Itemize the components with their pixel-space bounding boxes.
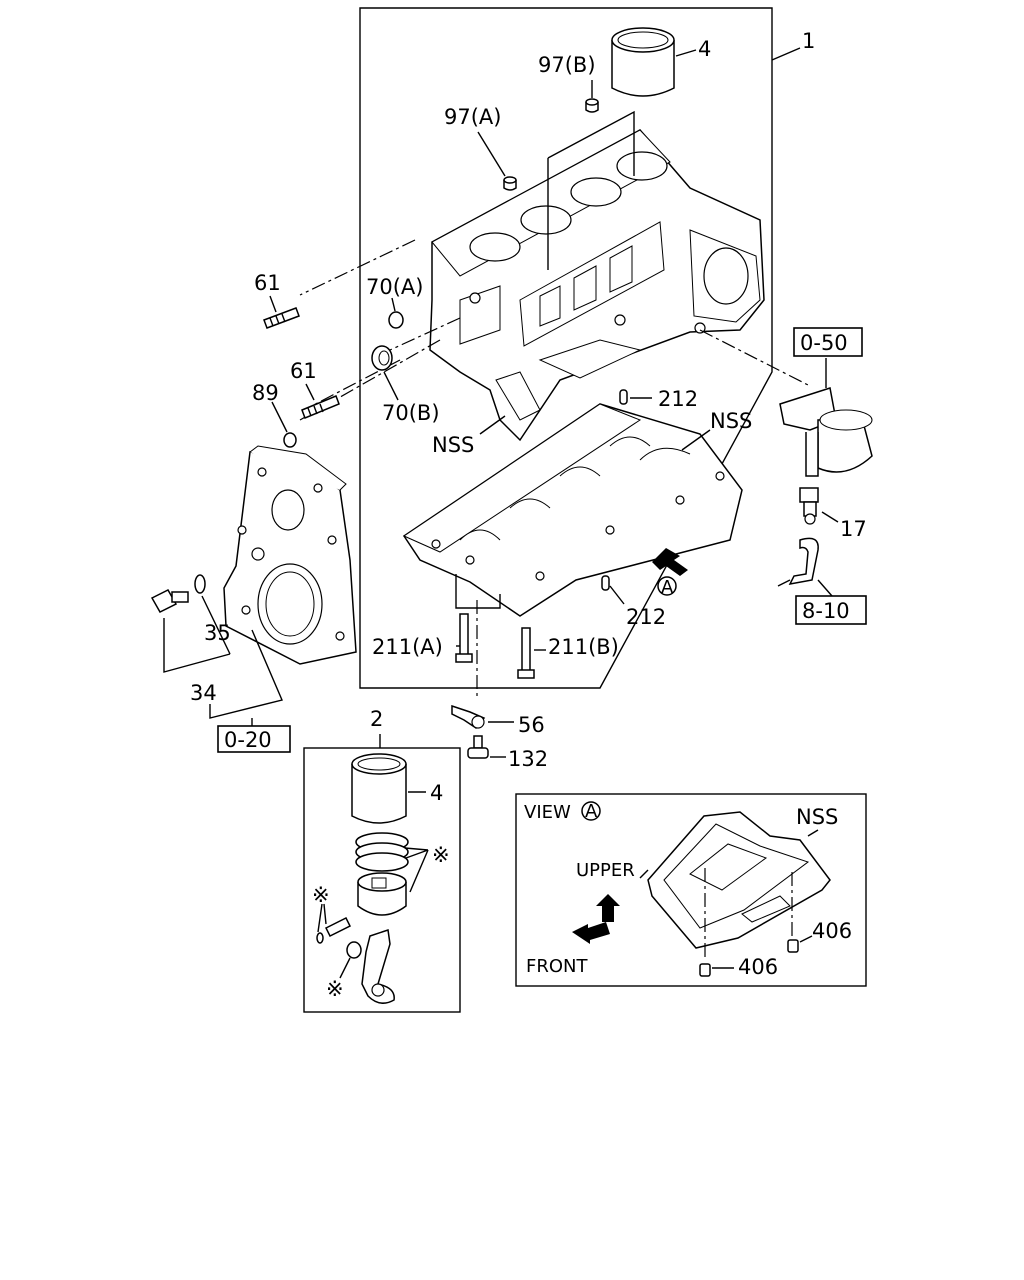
svg-text:0-20: 0-20	[224, 728, 272, 752]
asterisk-bush: ※	[326, 977, 344, 1001]
callout-89: 89	[252, 381, 279, 405]
bushing	[346, 941, 362, 959]
dowel-212-upper	[619, 389, 628, 405]
svg-text:8-10: 8-10	[802, 599, 850, 623]
nss-crankcase: NSS	[710, 409, 752, 433]
callout-35: 35	[204, 621, 231, 645]
callout-2: 2	[370, 707, 383, 731]
view-a-arrow-label: A	[661, 577, 674, 598]
dowel-212-lower	[601, 575, 610, 591]
plug-89	[283, 432, 297, 448]
plug-97a	[503, 176, 517, 191]
callout-17: 17	[840, 517, 867, 541]
callout-4-top: 4	[698, 37, 711, 61]
oil-jet-56	[451, 704, 486, 730]
callout-211b: 211(B)	[548, 635, 619, 659]
piston-pin	[316, 916, 352, 944]
callout-70a: 70(A)	[366, 275, 423, 299]
callout-56: 56	[518, 713, 545, 737]
svg-text:0-50: 0-50	[800, 331, 848, 355]
callout-212-lower: 212	[626, 605, 666, 629]
ref-8-10: 8-10	[795, 595, 867, 625]
stud-61-upper	[263, 307, 300, 329]
stud-61-lower	[301, 395, 340, 419]
callout-406-right: 406	[812, 919, 852, 943]
view-a-arrow	[652, 548, 688, 596]
ref-0-50: 0-50	[793, 327, 863, 357]
connecting-rod	[361, 929, 395, 1004]
bolt-211a	[455, 613, 473, 663]
callout-34: 34	[190, 681, 217, 705]
bolt-132	[467, 735, 489, 759]
callout-97b: 97(B)	[538, 53, 596, 77]
asterisk-pin: ※	[312, 883, 330, 907]
seal-70b	[371, 345, 393, 371]
plug-97b	[585, 98, 599, 113]
drain-plug-34	[150, 589, 189, 613]
view-a-upper: UPPER	[576, 860, 635, 881]
callout-406-bottom: 406	[738, 955, 778, 979]
gasket-35	[194, 574, 206, 594]
plug-70a	[388, 311, 404, 329]
callout-1: 1	[802, 29, 815, 53]
bolt-211b	[517, 627, 535, 679]
callout-61-upper: 61	[254, 271, 281, 295]
callout-97a: 97(A)	[444, 105, 501, 129]
nss-block: NSS	[432, 433, 474, 457]
view-a-front: FRONT	[526, 956, 588, 977]
plug-406-bottom	[699, 963, 711, 977]
ref-0-20: 0-20	[217, 725, 291, 753]
callout-4-kit: 4	[430, 781, 443, 805]
callout-212-upper: 212	[658, 387, 698, 411]
piston-kit-frame	[303, 747, 461, 1013]
kit-liner	[351, 753, 407, 824]
cylinder-block	[429, 129, 765, 442]
plug-406-right	[787, 939, 799, 953]
view-a-bedplate	[647, 811, 831, 949]
direction-arrows	[572, 894, 620, 944]
cylinder-liner	[611, 27, 675, 97]
view-a-circle-label: A	[585, 801, 598, 822]
crankcase	[402, 403, 743, 617]
callout-61-lower: 61	[290, 359, 317, 383]
oil-pressure-switch-17	[799, 487, 819, 525]
nss-view: NSS	[796, 805, 838, 829]
oil-pipe	[788, 537, 819, 586]
view-a-title: VIEW	[524, 802, 571, 823]
callout-132: 132	[508, 747, 548, 771]
callout-211a: 211(A)	[372, 635, 443, 659]
callout-70b: 70(B)	[382, 401, 440, 425]
view-a-box	[515, 793, 867, 987]
piston-rings	[355, 832, 409, 872]
piston	[357, 872, 407, 916]
asterisk-rings: ※	[432, 843, 450, 867]
oil-filter-assembly	[779, 387, 873, 477]
front-cover	[223, 445, 357, 665]
